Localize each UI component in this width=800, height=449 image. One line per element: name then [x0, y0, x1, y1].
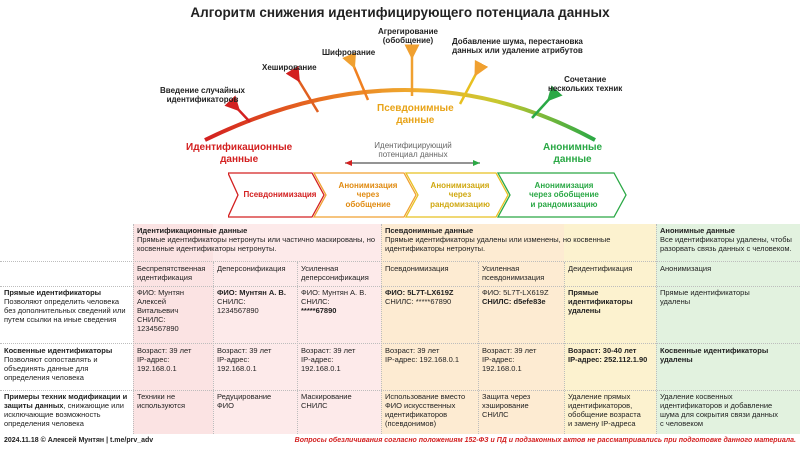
group-header-anonymous: Анонимные данные Все идентификаторы удал… — [660, 226, 792, 253]
footer-disclaimer: Вопросы обезличивания согласно положения… — [294, 437, 796, 444]
footer-author: 2024.11.18 © Алексей Мунтян | t.me/prv_a… — [4, 437, 154, 444]
gradient-arc — [204, 88, 596, 142]
subheader: Деидентификация — [568, 264, 633, 273]
arrow-label-pseudonymization: Псевдонимизация — [243, 190, 317, 200]
arrow-anon-combo — [496, 172, 627, 218]
comparison-table: Идентификационные данные Прямые идентифи… — [0, 224, 800, 434]
subheader: Анонимизация — [660, 264, 712, 273]
label-encryption: Шифрование — [322, 48, 376, 57]
subheader: Беспрепятственная идентификация — [137, 264, 206, 282]
group-header-pseudonymous: Псевдонимные данные Прямые идентификатор… — [385, 226, 611, 253]
subheader: Усиленная псевдонимизация — [482, 264, 545, 282]
pointer-hashing — [285, 65, 320, 113]
pointer-combination — [531, 85, 563, 119]
label-aggregation: Агрегирование(обобщение) — [378, 27, 438, 46]
pointer-noise — [458, 59, 489, 105]
subheader: Усиленная деперсонификация — [301, 264, 369, 282]
pointer-encryption — [342, 52, 370, 101]
process-arrows — [228, 172, 627, 218]
subheader: Псевдонимизация — [385, 264, 449, 273]
page-title: Алгоритм снижения идентифицирующего поте… — [190, 5, 610, 20]
label-hashing: Хеширование — [262, 63, 317, 72]
direct-cell: ФИО: Мунтян А. В.СНИЛС:*****67890 — [301, 288, 367, 315]
row-title-examples: Примеры техник модификации и защиты данн… — [4, 392, 128, 428]
subheader: Деперсонификация — [217, 264, 286, 273]
direct-cell: ФИО: Мунтян А. В.СНИЛС:1234567890 — [217, 288, 286, 315]
arrow-anon-randomization — [404, 172, 509, 218]
arc-diagram — [204, 44, 596, 166]
group-header-identification: Идентификационные данные Прямые идентифи… — [137, 226, 376, 253]
arrow-pseudonymization — [228, 172, 325, 218]
arrow-anon-generalization — [312, 172, 417, 218]
pointer-random-ids — [224, 95, 251, 123]
